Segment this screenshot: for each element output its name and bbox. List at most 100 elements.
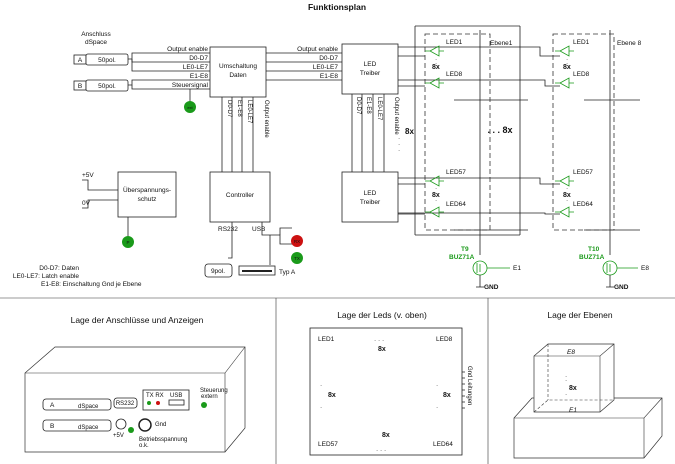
plane-ebene1-frame — [424, 33, 491, 231]
ext-indicator-led — [184, 101, 196, 113]
bus-e1-e8: E1-E8 — [190, 73, 208, 80]
driver-multiplier: 8x — [405, 127, 414, 136]
svg-text:· · ·: · · · — [376, 447, 386, 454]
svg-text:8x: 8x — [569, 385, 577, 392]
panel-plane-layout: Lage der Ebenen E8 8x ··· E1 — [513, 310, 663, 459]
t10-gnd: GND — [614, 284, 629, 291]
bus-output-enable: Output enable — [167, 46, 208, 53]
t9-name: T9 — [461, 246, 469, 253]
led-matrix-wiring: . . . 8x — [398, 25, 640, 255]
svg-text:·: · — [565, 377, 567, 384]
svg-text:TX: TX — [294, 256, 300, 261]
umschaltung-out-le: LE0-LE7 — [313, 64, 339, 71]
svg-text:RX: RX — [294, 239, 300, 244]
t10-name: T10 — [588, 246, 600, 253]
umschaltung-out-oe: Output enable — [297, 46, 338, 53]
umschaltung-out-d: D0-D7 — [319, 55, 338, 62]
led-treiber-bottom-block: LED Treiber — [341, 171, 399, 223]
svg-text:·: · — [566, 185, 568, 192]
ebene8-mult: 8x — [563, 64, 571, 71]
svg-text:·: · — [566, 197, 568, 204]
port-b-label: 50pol. — [98, 83, 116, 90]
ebene8-led8: LED8 — [573, 71, 590, 78]
svg-text:8x: 8x — [432, 192, 440, 199]
umschaltung-out-e: E1-E8 — [320, 73, 338, 80]
svg-text:8x: 8x — [378, 346, 386, 353]
svg-text:·: · — [398, 147, 400, 154]
svg-text:LED1: LED1 — [318, 336, 335, 343]
legend-line1: D0-D7: Daten — [39, 265, 79, 272]
ueberspannung-block: +5V 0V Überspannungs- schutz P — [82, 171, 177, 248]
svg-text:Steuerung: Steuerung — [200, 388, 228, 394]
led-treiber-top-line2: Treiber — [360, 70, 381, 77]
controller-block: Controller RS232 USB 9pol. Typ A RX TX — [204, 171, 303, 278]
umschaltung-line2: Daten — [229, 72, 247, 79]
svg-text:·: · — [435, 56, 437, 63]
svg-text:8x: 8x — [563, 192, 571, 199]
t9-part: BUZ71A — [449, 254, 475, 261]
t9-gnd: GND — [484, 284, 499, 291]
power-indicator-led — [122, 236, 134, 248]
port-a-letter: A — [78, 57, 83, 64]
rx-indicator-led — [291, 235, 303, 247]
svg-text:· · ·: · · · — [374, 337, 384, 344]
ebene1-mult: 8x — [432, 64, 440, 71]
conn-typ-label: Typ A — [279, 269, 296, 276]
ebene1-led1: LED1 — [446, 39, 463, 46]
svg-text:USB: USB — [170, 393, 182, 399]
tx-indicator-led — [291, 252, 303, 264]
panel-connections-title: Lage der Anschlüsse und Anzeigen — [71, 315, 204, 325]
plane-ebene8-title: Ebene 8 — [617, 40, 642, 47]
bus-steuersignal: Steuersignal — [172, 82, 209, 89]
ebene8-led1: LED1 — [573, 39, 590, 46]
led-treiber-bottom-line2: Treiber — [360, 199, 381, 206]
controller-label: Controller — [226, 192, 255, 199]
svg-text:B: B — [50, 423, 54, 430]
panel-port-a — [42, 398, 112, 411]
ueberspannung-line2: schutz — [138, 196, 157, 203]
drv-vline-e: E1-E8 — [365, 97, 371, 114]
svg-text:·: · — [320, 404, 322, 411]
diagram-title: Funktionsplan — [308, 2, 366, 12]
svg-text:E8: E8 — [567, 349, 575, 356]
conn-9pol-label: 9pol. — [211, 268, 225, 275]
svg-text:dSpace: dSpace — [78, 425, 99, 431]
plane-ebene8-frame — [552, 33, 615, 231]
svg-text:A: A — [50, 402, 55, 409]
svg-text:o.k.: o.k. — [139, 443, 149, 449]
signal-legend: D0-D7: Daten LE0-LE7: Latch enable E1-E8… — [13, 265, 142, 288]
panel-gnd-jack — [138, 418, 152, 432]
panel-leds-frame — [309, 327, 463, 456]
umschaltung-block: Umschaltung Daten Output enable D0-D7 LE… — [209, 46, 342, 172]
ebene1-led64: LED64 — [446, 201, 466, 208]
svg-text:+5V: +5V — [113, 433, 124, 439]
svg-text:·: · — [320, 382, 322, 389]
svg-text:dSpace: dSpace — [78, 404, 99, 410]
gnd-leitungen-label: Gnd Leitungen — [466, 366, 472, 405]
svg-text:·: · — [435, 60, 437, 67]
ebene1-led57: LED57 — [446, 169, 466, 176]
svg-text:P: P — [126, 240, 129, 245]
dspace-connector-block: Anschluss dSpace A 50pol. B 50pol. Outpu… — [73, 31, 210, 113]
panel-power-ok-led — [128, 427, 134, 433]
plane-ebene1-title: Ebene1 — [490, 40, 513, 47]
svg-text:8x: 8x — [443, 392, 451, 399]
t10-gate: E8 — [641, 265, 649, 272]
svg-text:TX RX: TX RX — [146, 393, 164, 399]
controller-rs232: RS232 — [218, 226, 238, 233]
svg-text:RS232: RS232 — [116, 401, 135, 407]
svg-text:·: · — [435, 197, 437, 204]
svg-text:·: · — [565, 373, 567, 380]
led-treiber-bottom-line1: LED — [364, 190, 377, 197]
port-b-letter: B — [78, 83, 82, 90]
ctrl-vline-le: LE0-LE7 — [246, 100, 252, 124]
panel-planes-title: Lage der Ebenen — [547, 310, 612, 320]
ctrl-vline-e: E1-E8 — [236, 100, 242, 117]
ctrl-vline-oe: Output enable — [263, 100, 269, 138]
svg-text:E1: E1 — [569, 407, 577, 414]
svg-text:·: · — [436, 404, 438, 411]
svg-text:·: · — [398, 135, 400, 142]
panel-port-b — [42, 419, 112, 432]
svg-text:8x: 8x — [382, 432, 390, 439]
